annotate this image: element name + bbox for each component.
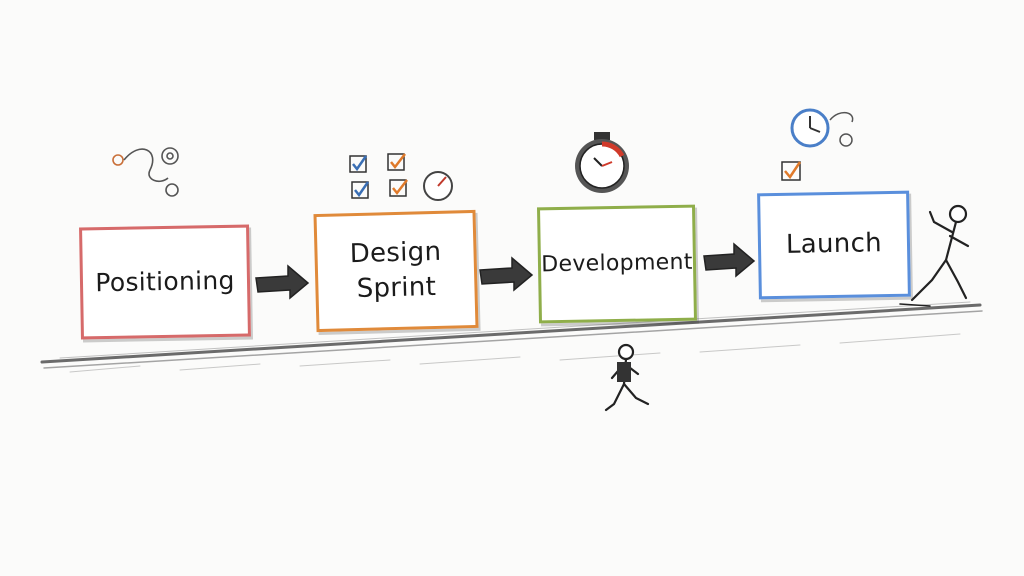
stage-label-design-sprint: Design Sprint xyxy=(349,236,442,305)
stage-box-launch: Launch xyxy=(757,190,911,300)
clock-checkbox-icon xyxy=(781,108,854,181)
stage-box-positioning: Positioning xyxy=(79,224,251,340)
arrow-1 xyxy=(255,264,310,300)
walking-figure-icon xyxy=(604,343,650,412)
compass-doodle-icon xyxy=(112,147,179,197)
arrow-2 xyxy=(479,256,534,292)
stopwatch-icon xyxy=(575,132,629,193)
stage-label-development: Development xyxy=(541,249,693,278)
arrow-3 xyxy=(703,242,756,278)
timeline-ground xyxy=(40,301,983,373)
stage-box-design-sprint: Design Sprint xyxy=(313,209,479,333)
celebrating-figure-icon xyxy=(899,204,970,307)
stage-label-positioning: Positioning xyxy=(95,265,235,298)
stage-label-launch: Launch xyxy=(785,228,883,261)
stage-box-development: Development xyxy=(536,204,698,324)
checklist-icon xyxy=(349,153,453,201)
